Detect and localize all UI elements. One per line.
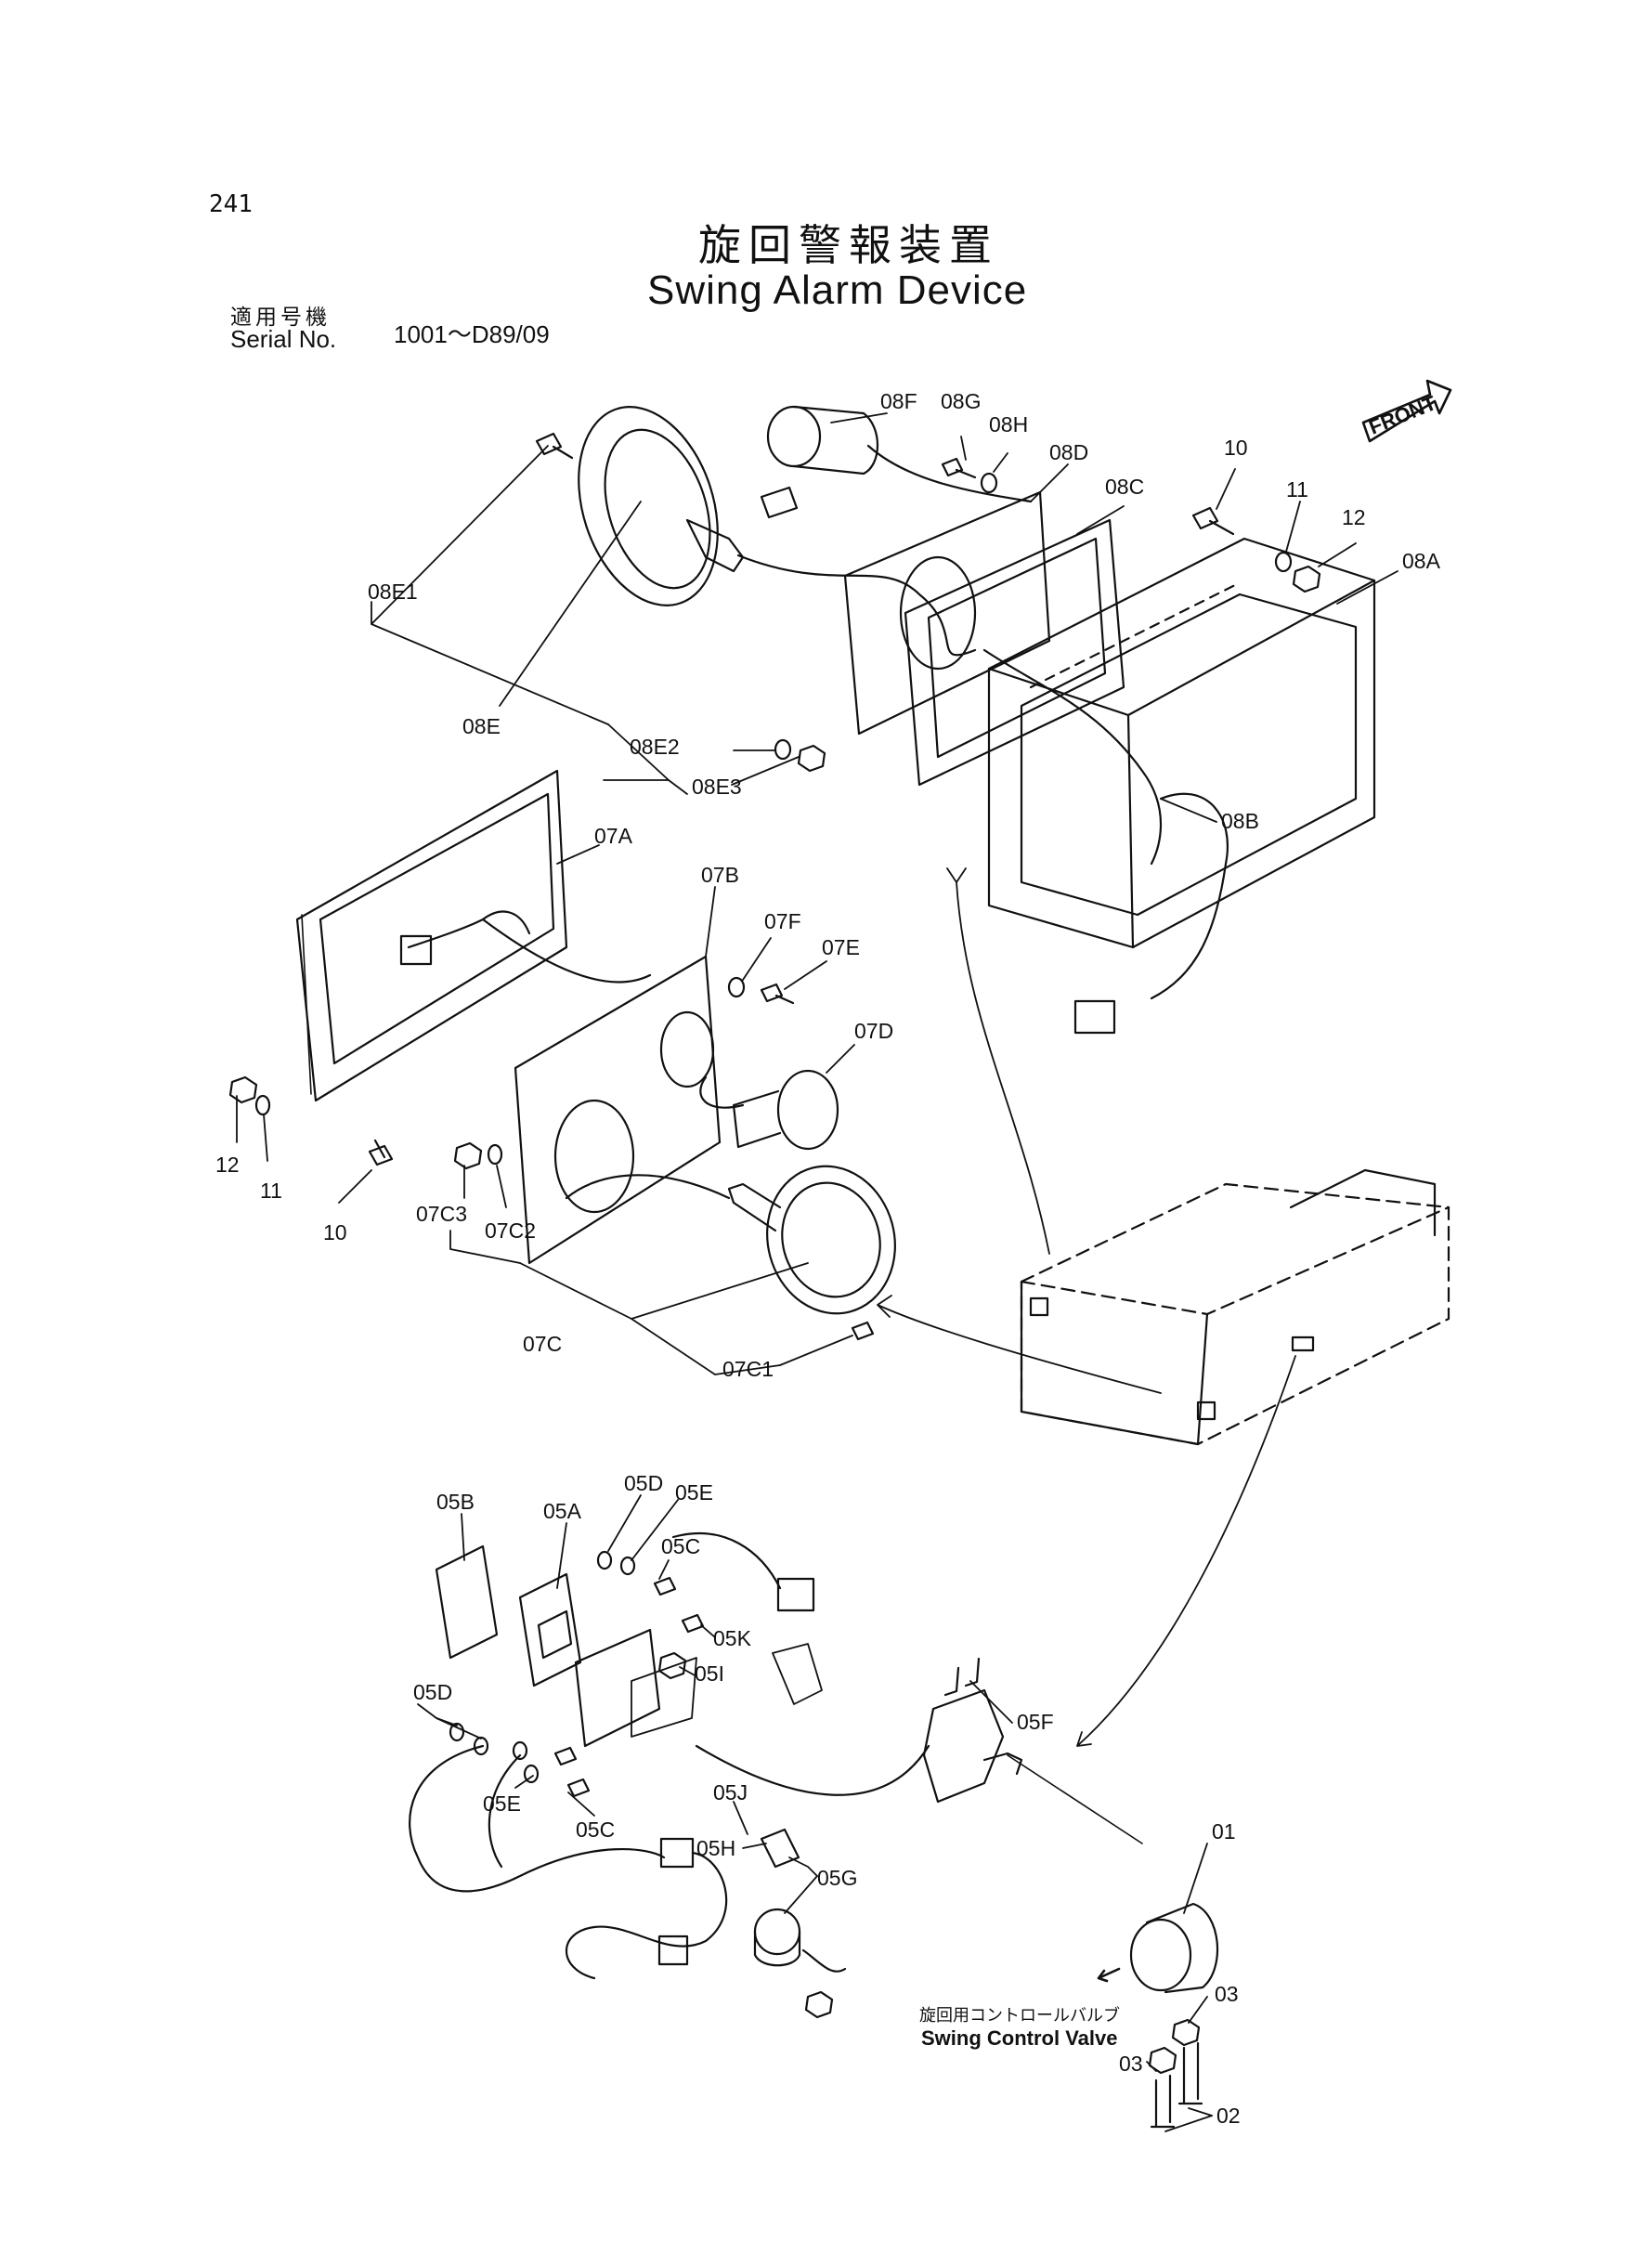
label-12-mid: 12 <box>215 1153 240 1177</box>
label-05D: 05D <box>624 1471 663 1495</box>
machine-upperstructure <box>877 867 1450 1747</box>
label-08E1: 08E1 <box>368 580 418 604</box>
label-03-left: 03 <box>1119 2052 1143 2076</box>
label-05D-lower: 05D <box>413 1680 452 1704</box>
label-07A: 07A <box>594 824 633 848</box>
lower-switch-assembly <box>409 1532 1219 2129</box>
label-08E: 08E <box>462 714 501 738</box>
label-08E2: 08E2 <box>630 735 680 759</box>
label-05E-lower: 05E <box>483 1791 521 1816</box>
label-05I: 05I <box>695 1661 724 1686</box>
label-07C1: 07C1 <box>722 1357 774 1381</box>
label-05J: 05J <box>713 1780 748 1804</box>
upper-leader-lines <box>371 412 1398 823</box>
serial-range: 1001～D89/09 <box>394 320 550 348</box>
label-02: 02 <box>1216 2104 1241 2128</box>
label-07C: 07C <box>523 1332 562 1356</box>
label-08C: 08C <box>1105 475 1144 499</box>
label-07E: 07E <box>822 935 860 959</box>
label-08F: 08F <box>880 389 917 413</box>
label-07D: 07D <box>854 1019 893 1043</box>
label-11-mid: 11 <box>260 1179 282 1203</box>
front-arrow-icon: FRONT <box>1361 379 1452 443</box>
label-05G: 05G <box>817 1866 857 1890</box>
label-05C-lower: 05C <box>576 1818 615 1842</box>
page-number: 241 <box>209 190 253 218</box>
label-08B: 08B <box>1221 809 1259 833</box>
upper-alarm-assembly <box>535 405 1376 1035</box>
label-07C3: 07C3 <box>416 1202 467 1226</box>
label-05K: 05K <box>713 1626 752 1650</box>
label-03-right: 03 <box>1215 1982 1239 2006</box>
label-05A: 05A <box>543 1499 582 1523</box>
serial-label-japanese: 適用号機 <box>230 306 331 330</box>
lower-leader-lines <box>417 1494 1213 2132</box>
part-labels: 08F 08G 08H 08D 08C 10 11 12 08A 08E1 08… <box>215 389 1441 2128</box>
label-05B: 05B <box>436 1490 475 1514</box>
label-05E: 05E <box>675 1480 713 1505</box>
label-11-top: 11 <box>1286 477 1308 502</box>
label-07F: 07F <box>764 909 801 933</box>
label-07C2: 07C2 <box>485 1218 536 1243</box>
label-08D: 08D <box>1049 440 1088 464</box>
label-05H: 05H <box>696 1836 735 1860</box>
label-08E3: 08E3 <box>692 775 742 799</box>
title-japanese: 旋回警報装置 <box>698 220 999 270</box>
swing-control-valve-label-en: Swing Control Valve <box>921 2026 1118 2050</box>
serial-label-english: Serial No. <box>230 325 337 353</box>
middle-leader-lines <box>236 844 855 1375</box>
label-07B: 07B <box>701 863 739 887</box>
title-english: Swing Alarm Device <box>647 267 1028 313</box>
label-08G: 08G <box>941 389 981 413</box>
label-12-top: 12 <box>1342 505 1366 529</box>
label-05C: 05C <box>661 1534 700 1558</box>
label-10-top: 10 <box>1224 436 1248 460</box>
label-08H: 08H <box>989 412 1028 436</box>
label-01: 01 <box>1212 1819 1236 1844</box>
label-08A: 08A <box>1402 549 1441 573</box>
swing-control-valve-label-jp: 旋回用コントロールバルブ <box>919 2006 1120 2026</box>
label-10-mid: 10 <box>323 1220 347 1244</box>
middle-alarm-assembly <box>228 769 896 1341</box>
front-label: FRONT <box>1366 391 1440 439</box>
label-05F: 05F <box>1017 1710 1054 1734</box>
